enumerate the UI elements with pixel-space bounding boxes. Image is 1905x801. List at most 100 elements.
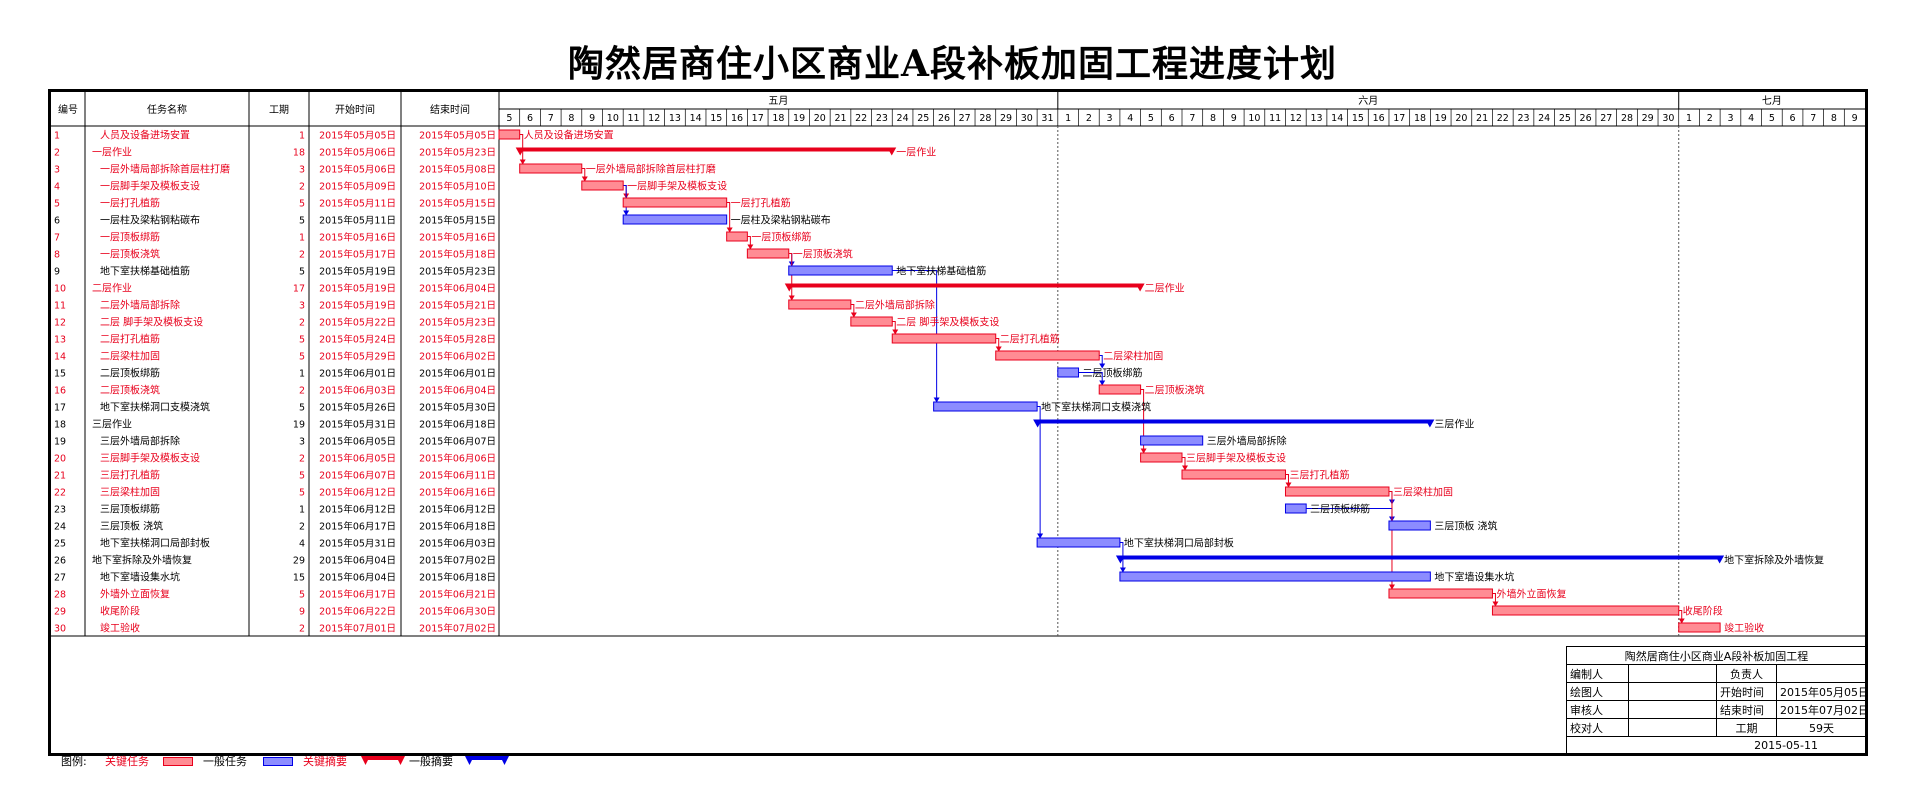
bar-label: 三层顶板 浇筑 xyxy=(1434,520,1497,533)
task-duration: 15 xyxy=(293,573,305,584)
task-id: 10 xyxy=(54,284,66,295)
task-bar xyxy=(1388,588,1493,599)
task-start: 2015年06月17日 xyxy=(319,521,396,533)
task-id: 23 xyxy=(54,505,66,516)
table-header-4: 开始时间 xyxy=(335,103,375,116)
table-header-2: 任务名称 xyxy=(147,103,187,116)
task-start: 2015年05月11日 xyxy=(319,215,396,227)
task-start: 2015年06月05日 xyxy=(319,453,396,465)
dependency-arrow xyxy=(1140,448,1147,454)
task-duration: 2 xyxy=(299,386,305,397)
day-label: 15 xyxy=(710,113,722,124)
task-bar xyxy=(788,299,852,310)
task-start: 2015年05月06日 xyxy=(319,164,396,176)
task-end: 2015年06月02日 xyxy=(419,351,496,363)
task-id: 2 xyxy=(54,148,60,159)
task-id: 6 xyxy=(54,216,60,227)
task-id: 17 xyxy=(54,403,66,414)
day-label: 29 xyxy=(1642,113,1654,124)
task-id: 29 xyxy=(54,607,66,618)
title-block-value xyxy=(1628,664,1717,683)
task-bar xyxy=(1036,537,1121,548)
task-name: 人员及设备进场安置 xyxy=(100,129,190,142)
day-label: 28 xyxy=(979,113,991,124)
summary-end-marker xyxy=(1135,283,1145,292)
task-duration: 2 xyxy=(299,250,305,261)
table-header-3: 工期 xyxy=(269,104,289,116)
bar-label: 地下室墙设集水坑 xyxy=(1434,571,1514,584)
task-duration: 9 xyxy=(299,607,305,618)
dependency-arrow xyxy=(581,176,588,182)
task-end: 2015年06月06日 xyxy=(419,453,496,465)
task-bar xyxy=(519,163,583,174)
title-block-key: 校对人 xyxy=(1566,718,1629,737)
task-start: 2015年05月29日 xyxy=(319,351,396,363)
task-id: 12 xyxy=(54,318,66,329)
dependency-arrow xyxy=(1099,380,1106,386)
title-block-key: 审核人 xyxy=(1566,700,1629,719)
task-start: 2015年06月03日 xyxy=(319,385,396,397)
summary-start-marker xyxy=(1033,419,1043,428)
task-name: 一层柱及梁粘钢粘碳布 xyxy=(100,214,200,227)
bar-label: 一层脚手架及模板支设 xyxy=(627,180,727,193)
day-label: 1 xyxy=(1065,113,1071,124)
day-label: 9 xyxy=(1231,113,1237,124)
task-bar xyxy=(1140,435,1204,446)
day-label: 22 xyxy=(1497,113,1509,124)
day-label: 3 xyxy=(1727,113,1733,124)
task-name: 三层顶板绑筋 xyxy=(100,503,160,516)
task-name: 二层顶板绑筋 xyxy=(100,367,160,380)
summary-start-marker xyxy=(784,283,794,292)
summary-start-marker xyxy=(1115,555,1125,564)
day-label: 31 xyxy=(1041,113,1053,124)
day-label: 2 xyxy=(1707,113,1713,124)
task-duration: 1 xyxy=(299,233,305,244)
dependency-arrow xyxy=(1099,363,1106,369)
legend-critical-label: 关键任务 xyxy=(105,755,149,768)
legend-normal-swatch xyxy=(263,757,293,766)
title-block-value: 2015年07月02日 xyxy=(1775,700,1868,719)
task-name: 三层顶板 浇筑 xyxy=(100,520,163,533)
month-label: 七月 xyxy=(1762,95,1782,107)
task-start: 2015年05月09日 xyxy=(319,181,396,193)
day-label: 8 xyxy=(1210,113,1216,124)
bar-label: 外墙外立面恢复 xyxy=(1496,588,1566,601)
title-block-key: 绘图人 xyxy=(1566,682,1629,701)
task-bar xyxy=(1098,384,1142,395)
task-id: 16 xyxy=(54,386,66,397)
day-label: 17 xyxy=(1393,113,1405,124)
bar-label: 收尾阶段 xyxy=(1683,605,1723,618)
dependency-link xyxy=(892,270,938,402)
task-id: 5 xyxy=(54,199,60,210)
task-end: 2015年06月01日 xyxy=(419,368,496,380)
task-duration: 5 xyxy=(299,403,305,414)
dependency-arrow xyxy=(995,346,1002,352)
dependency-link xyxy=(788,253,793,300)
bar-label: 二层顶板浇筑 xyxy=(1145,384,1205,397)
day-label: 6 xyxy=(1169,113,1175,124)
day-label: 23 xyxy=(1517,113,1529,124)
task-id: 9 xyxy=(54,267,60,278)
task-start: 2015年06月22日 xyxy=(319,606,396,618)
summary-bar xyxy=(519,147,893,152)
task-name: 二层顶板浇筑 xyxy=(100,384,160,397)
task-name: 地下室扶梯洞口局部封板 xyxy=(100,537,210,550)
task-name: 三层脚手架及模板支设 xyxy=(100,452,200,465)
task-bar xyxy=(1181,469,1286,480)
bar-label: 一层顶板浇筑 xyxy=(793,248,853,261)
day-label: 18 xyxy=(1414,113,1426,124)
dependency-arrow xyxy=(726,227,733,233)
dependency-arrow xyxy=(1388,584,1395,590)
bar-label: 一层顶板绑筋 xyxy=(751,231,811,244)
task-start: 2015年05月19日 xyxy=(319,283,396,295)
day-label: 15 xyxy=(1352,113,1364,124)
task-bar xyxy=(1491,605,1680,616)
task-id: 13 xyxy=(54,335,66,346)
day-label: 21 xyxy=(1476,113,1488,124)
day-label: 8 xyxy=(568,113,574,124)
task-name: 二层外墙局部拆除 xyxy=(100,299,180,312)
task-start: 2015年05月24日 xyxy=(319,334,396,346)
dependency-arrow xyxy=(1285,482,1292,488)
day-label: 9 xyxy=(1852,113,1858,124)
